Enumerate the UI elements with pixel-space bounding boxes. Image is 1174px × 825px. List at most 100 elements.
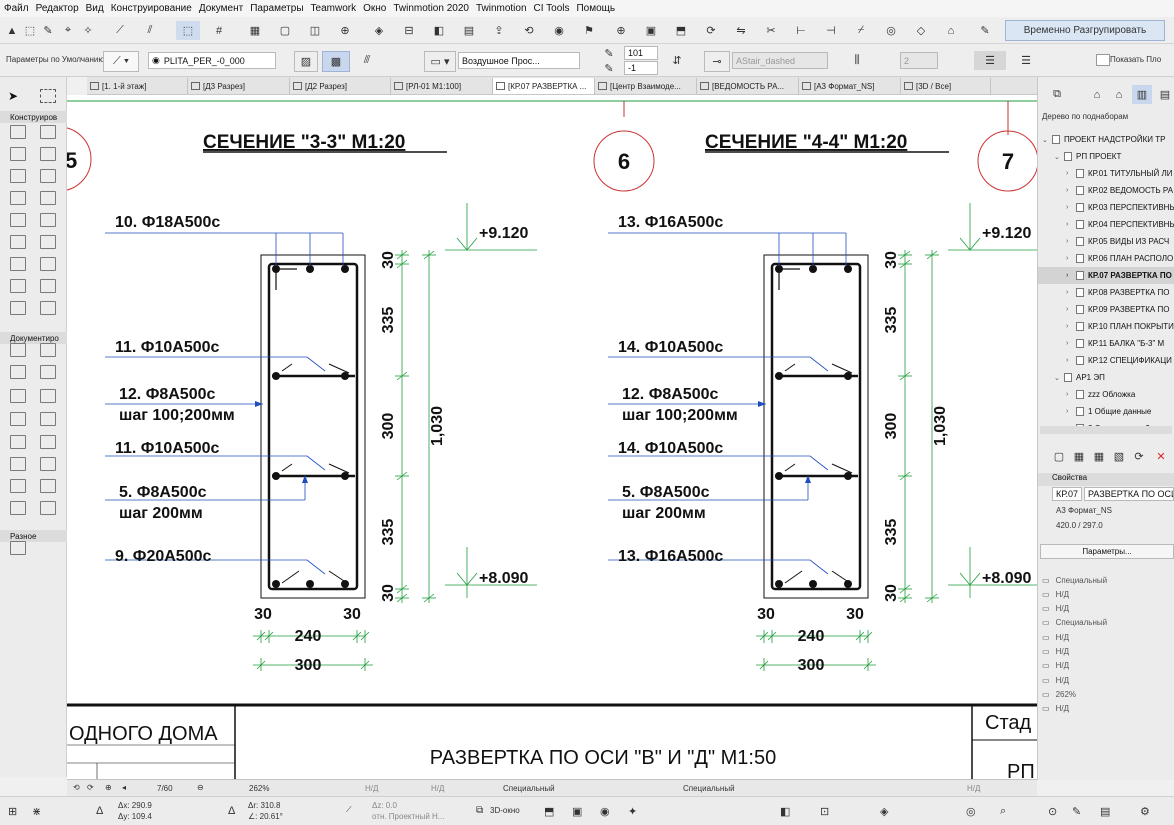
chevron-right-icon[interactable]: › <box>1066 289 1069 296</box>
level-dim-tool-icon[interactable] <box>40 279 56 293</box>
display-icon[interactable]: ▤ <box>1100 806 1111 818</box>
menu-item-3[interactable]: Конструирование <box>110 3 192 14</box>
property-row[interactable]: ▭Н/Д <box>1038 587 1174 601</box>
adjust-icon[interactable]: ⊢ <box>796 25 806 37</box>
railing-tool-icon[interactable] <box>40 191 56 205</box>
chevron-right-icon[interactable]: › <box>1066 306 1069 313</box>
tree-item[interactable]: ›КР.01 ТИТУЛЬНЫЙ ЛИ <box>1038 165 1174 182</box>
tab-5[interactable]: [Центр Взаимоде... <box>595 78 697 94</box>
pen-set-icon[interactable]: ◫ <box>309 25 321 37</box>
section-document[interactable]: Документиро <box>0 332 67 344</box>
slab-tool-icon[interactable] <box>40 147 56 161</box>
menu-item-5[interactable]: Параметры <box>250 3 304 14</box>
publisher-icon[interactable]: ▤ <box>1159 89 1171 101</box>
snap-points-icon[interactable]: ⋇ <box>32 806 42 818</box>
elevation-tool-icon[interactable] <box>40 412 56 426</box>
marquee-icon[interactable]: ⬚ <box>24 25 36 37</box>
property-row[interactable]: ▭Н/Д <box>1038 659 1174 673</box>
new-master-icon[interactable]: ▦ <box>1093 451 1105 463</box>
tab-8[interactable]: [3D / Все] <box>901 78 991 94</box>
3d-view-icon[interactable]: ◈ <box>374 25 384 37</box>
menu-item-4[interactable]: Документ <box>198 3 244 14</box>
chevron-right-icon[interactable]: › <box>1066 323 1069 330</box>
section-tool-icon[interactable] <box>10 412 26 426</box>
home-icon[interactable]: ⌂ <box>1093 88 1101 101</box>
chevron-right-icon[interactable]: › <box>1066 391 1069 398</box>
tab-3[interactable]: [РЛ-01 М1:100] <box>391 78 493 94</box>
pen-bottom-input[interactable]: -1 <box>624 61 658 75</box>
tab-6[interactable]: [ВЕДОМОСТЬ РА... <box>697 78 799 94</box>
zoom-icon[interactable]: ⊕ <box>616 25 626 37</box>
property-row[interactable]: ▭Н/Д <box>1038 630 1174 644</box>
fill-type-icon[interactable]: ▩ <box>322 51 350 72</box>
ci-tools-icon[interactable]: ⚑ <box>584 25 594 37</box>
tag-icon[interactable]: ◇ <box>916 25 926 37</box>
property-row[interactable]: ▭Н/Д <box>1038 673 1174 687</box>
chevron-right-icon[interactable]: › <box>1066 204 1069 211</box>
elevation-icon[interactable]: ◧ <box>433 25 445 37</box>
twinmotion-icon[interactable]: ◉ <box>554 25 564 37</box>
view-map-icon[interactable]: ⌂ <box>1115 88 1123 101</box>
status-nd-1[interactable]: Н/Д <box>365 784 379 793</box>
menu-item-10[interactable]: CI Tools <box>533 3 570 14</box>
new-layout-icon[interactable]: ▢ <box>1053 451 1065 463</box>
spline-tool-icon[interactable] <box>40 479 56 493</box>
property-row[interactable]: ▭Н/Д <box>1038 702 1174 716</box>
dimension-tool-icon[interactable] <box>10 279 26 293</box>
selection-arrow-icon[interactable]: ▲ <box>6 24 18 37</box>
pen-style-dropdown[interactable]: ⟋ ▾ <box>103 51 139 72</box>
snap-icon[interactable]: ⟋ <box>116 24 124 36</box>
fill-dropdown[interactable]: Воздушное Прос... <box>458 52 580 69</box>
line-tool-icon[interactable] <box>40 343 56 357</box>
label-tool-icon[interactable] <box>40 301 56 315</box>
chevron-right-icon[interactable]: › <box>1066 255 1069 262</box>
tree-item[interactable]: ⌄РП ПРОЕКТ <box>1038 148 1174 165</box>
edit-icon[interactable]: ✎ <box>980 25 990 37</box>
tree-item[interactable]: ›КР.02 ВЕДОМОСТЬ РА <box>1038 182 1174 199</box>
menu-item-2[interactable]: Вид <box>85 3 104 14</box>
align-right-icon[interactable]: ☰ <box>1021 55 1031 67</box>
tab-0[interactable]: [1. 1-й этаж] <box>87 78 188 94</box>
camera-icon[interactable]: ◎ <box>966 806 976 818</box>
change-tool-icon[interactable] <box>10 457 26 471</box>
3d-orbit-icon[interactable]: ◉ <box>600 806 610 818</box>
mirror-icon[interactable]: ⇋ <box>736 25 746 37</box>
zoom-level[interactable]: 262% <box>249 784 270 793</box>
chevron-right-icon[interactable]: › <box>1066 238 1069 245</box>
tree-item[interactable]: ›КР.08 РАЗВЕРТКА ПО <box>1038 284 1174 301</box>
tree-item[interactable]: ›КР.09 РАЗВЕРТКА ПО <box>1038 301 1174 318</box>
fill-tool-icon[interactable] <box>10 343 26 357</box>
hotspot-tool-icon[interactable] <box>10 501 26 515</box>
undo-icon[interactable]: ⟲ <box>73 783 80 792</box>
project-map-icon[interactable]: ⧉ <box>1053 88 1061 100</box>
menu-item-9[interactable]: Twinmotion <box>475 3 527 14</box>
hat-icon[interactable]: ⌂ <box>947 24 955 37</box>
menu-item-0[interactable]: Файл <box>4 3 29 14</box>
walk-icon[interactable]: ✦ <box>628 806 638 818</box>
fill-swatch-dropdown[interactable]: ▭ ▾ <box>424 51 456 72</box>
status-nd-3[interactable]: Н/Д <box>967 784 981 793</box>
wall-tool-icon[interactable] <box>10 125 26 139</box>
eye-icon[interactable]: ◎ <box>886 25 896 37</box>
property-row[interactable]: ▭Специальный <box>1038 616 1174 630</box>
beam-tool-icon[interactable] <box>10 147 26 161</box>
pen-weight-icon[interactable]: ⫼ <box>854 54 860 66</box>
settings-icon[interactable]: ⚙ <box>1140 806 1150 818</box>
delete-icon[interactable]: ✕ <box>1156 451 1166 463</box>
pen-bottom-icon[interactable]: ✎ <box>604 62 614 75</box>
layer-icon[interactable]: ▢ <box>279 25 291 37</box>
publish-icon[interactable]: ⇪ <box>494 25 504 37</box>
drawing-tool-icon[interactable] <box>40 389 56 403</box>
arrow-tool-icon[interactable]: ➤ <box>8 89 19 103</box>
figure-tool-icon[interactable] <box>10 389 26 403</box>
window-tool-icon[interactable] <box>40 257 56 271</box>
coord-delta-icon[interactable]: Δ <box>96 805 104 817</box>
tree-item[interactable]: ›zzz Обложка <box>1038 386 1174 403</box>
3d-cube-icon[interactable]: ⬒ <box>544 806 555 818</box>
grid-icon[interactable]: # <box>215 24 223 37</box>
chevron-right-icon[interactable]: › <box>1066 357 1069 364</box>
chevron-right-icon[interactable]: › <box>1066 340 1069 347</box>
tree-item[interactable]: ›КР.12 СПЕЦИФИКАЦИ <box>1038 352 1174 369</box>
tree-item[interactable]: ›КР.05 ВИДЫ ИЗ РАСЧ <box>1038 233 1174 250</box>
circle-tool-icon[interactable] <box>10 365 26 379</box>
